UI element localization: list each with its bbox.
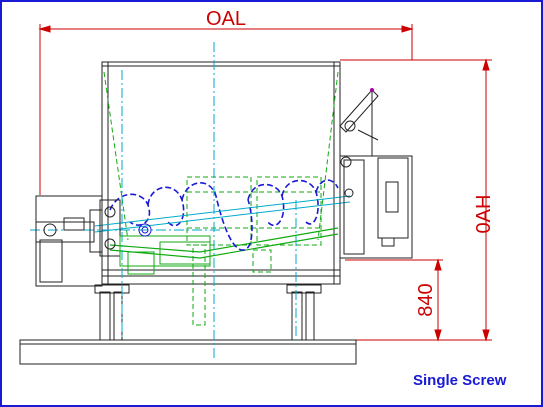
centerlines [30, 42, 297, 360]
oah-label: 0AH [473, 195, 495, 234]
drive-motor [35, 195, 121, 287]
screw-flight [109, 179, 339, 251]
base-and-legs [19, 284, 357, 365]
discharge-gate [339, 155, 413, 259]
trough-bottom [109, 227, 339, 259]
dimension-leg-height [345, 258, 443, 342]
cylinder-pin [370, 88, 374, 92]
cylinder-bracket [339, 89, 379, 156]
leg-height-label: 840 [415, 283, 437, 316]
drive-motor-accent [119, 235, 211, 275]
gear-motor [138, 223, 152, 237]
dimension-oah [340, 58, 492, 342]
hopper-body [101, 61, 341, 285]
dimension-oal [38, 24, 414, 195]
screw-shaft [94, 195, 351, 233]
oal-label: OAL [206, 8, 246, 30]
hidden-lines [103, 71, 339, 326]
caption-single-screw: Single Screw [413, 372, 507, 389]
